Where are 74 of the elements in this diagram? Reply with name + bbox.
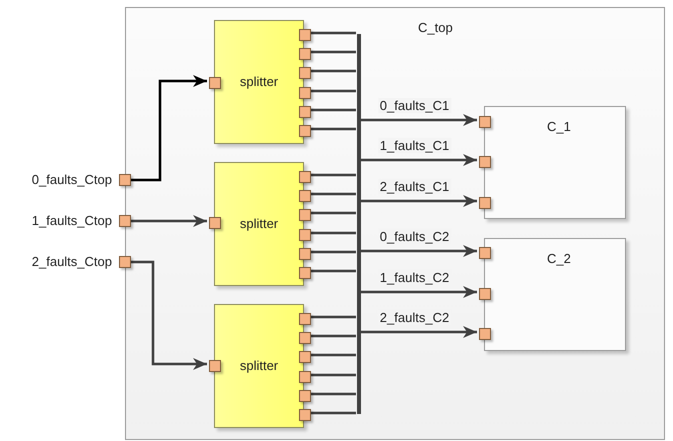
connector-line <box>309 374 356 376</box>
port-square <box>299 390 311 402</box>
port-square <box>299 125 311 137</box>
port-square <box>299 313 311 325</box>
arrow <box>360 245 477 257</box>
port-square <box>299 209 311 221</box>
arrow <box>360 326 477 338</box>
arrow <box>360 114 477 126</box>
edge-label: 2_faults_C2 <box>378 310 452 325</box>
connector-line <box>309 232 356 234</box>
port-square <box>299 171 311 183</box>
arrow <box>131 75 207 182</box>
connector-line <box>309 70 356 72</box>
edge-label: 1_faults_C1 <box>378 138 452 153</box>
edge-label: 0_faults_C2 <box>378 229 452 244</box>
block-label: splitter <box>240 216 278 232</box>
component-name: C_1 <box>547 119 571 135</box>
connector-line <box>309 192 356 196</box>
port-label: 0_faults_Ctop <box>32 172 112 188</box>
block-label: splitter <box>240 74 278 90</box>
port-square <box>119 256 131 268</box>
arrow <box>360 286 477 298</box>
connector-line <box>309 212 356 214</box>
component-name: C_top <box>418 20 453 36</box>
connector-line <box>309 50 356 54</box>
connector-line <box>309 334 356 338</box>
port-square <box>299 267 311 279</box>
edge-label: 0_faults_C1 <box>378 98 452 113</box>
arrow <box>131 260 207 370</box>
connector-line <box>309 128 356 130</box>
container-box <box>125 7 665 440</box>
port-square <box>479 288 491 300</box>
connector-line <box>309 108 356 112</box>
port-square <box>299 106 311 118</box>
port-square <box>299 229 311 241</box>
port-square <box>119 174 131 186</box>
bus-bar <box>357 34 361 414</box>
port-square <box>299 332 311 344</box>
block-label: splitter <box>240 358 278 374</box>
port-square <box>299 351 311 363</box>
connector-line <box>309 412 356 414</box>
connector-line <box>309 392 356 396</box>
connector-line <box>309 250 356 254</box>
arrow <box>131 215 207 227</box>
port-label: 1_faults_Ctop <box>32 213 112 229</box>
arrow <box>360 154 477 166</box>
connector-line <box>309 354 356 356</box>
port-square <box>479 197 491 209</box>
component-name: C_2 <box>547 251 571 267</box>
port-square <box>479 328 491 340</box>
port-square <box>299 87 311 99</box>
port-square <box>209 217 221 229</box>
port-square <box>299 48 311 60</box>
port-square <box>299 248 311 260</box>
port-square <box>299 29 311 41</box>
port-square <box>479 156 491 168</box>
port-square <box>299 409 311 421</box>
port-square <box>299 67 311 79</box>
port-label: 2_faults_Ctop <box>32 254 112 270</box>
connector-line <box>309 32 356 34</box>
connector-line <box>309 316 356 318</box>
port-square <box>479 247 491 259</box>
edge-label: 1_faults_C2 <box>378 270 452 285</box>
port-square <box>299 371 311 383</box>
connector-line <box>309 174 356 176</box>
port-square <box>299 190 311 202</box>
port-square <box>119 215 131 227</box>
connector-line <box>309 90 356 92</box>
port-square <box>209 77 221 89</box>
port-square <box>479 116 491 128</box>
edge-label: 2_faults_C1 <box>378 179 452 194</box>
port-square <box>209 360 221 372</box>
connector-line <box>309 270 356 272</box>
arrow <box>360 195 477 207</box>
